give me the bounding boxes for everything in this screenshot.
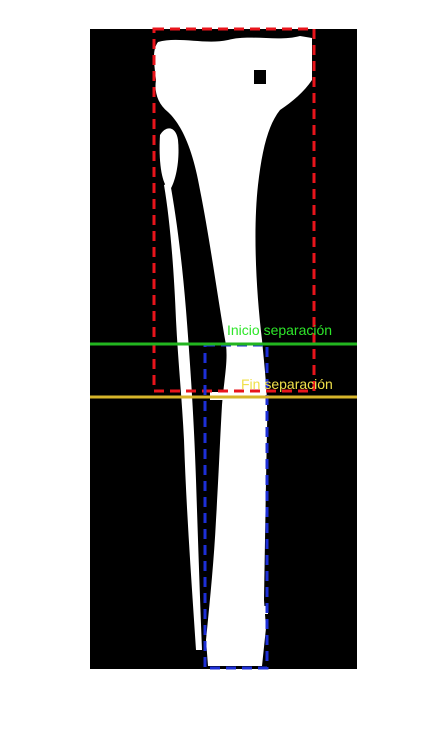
bone-fragment — [254, 70, 266, 84]
bone-fragment — [252, 390, 266, 400]
bone-fragment — [236, 352, 248, 392]
lower-bounding-box — [203, 343, 269, 670]
start-separation-label: Inicio separación — [227, 322, 332, 338]
end-separation-label: Fin separación — [241, 376, 333, 392]
bone-fragment — [258, 606, 268, 614]
fibula-shaft — [164, 182, 202, 650]
upper-bounding-box — [152, 27, 316, 393]
fibula-head — [159, 128, 179, 190]
tibia-bone — [154, 36, 312, 666]
